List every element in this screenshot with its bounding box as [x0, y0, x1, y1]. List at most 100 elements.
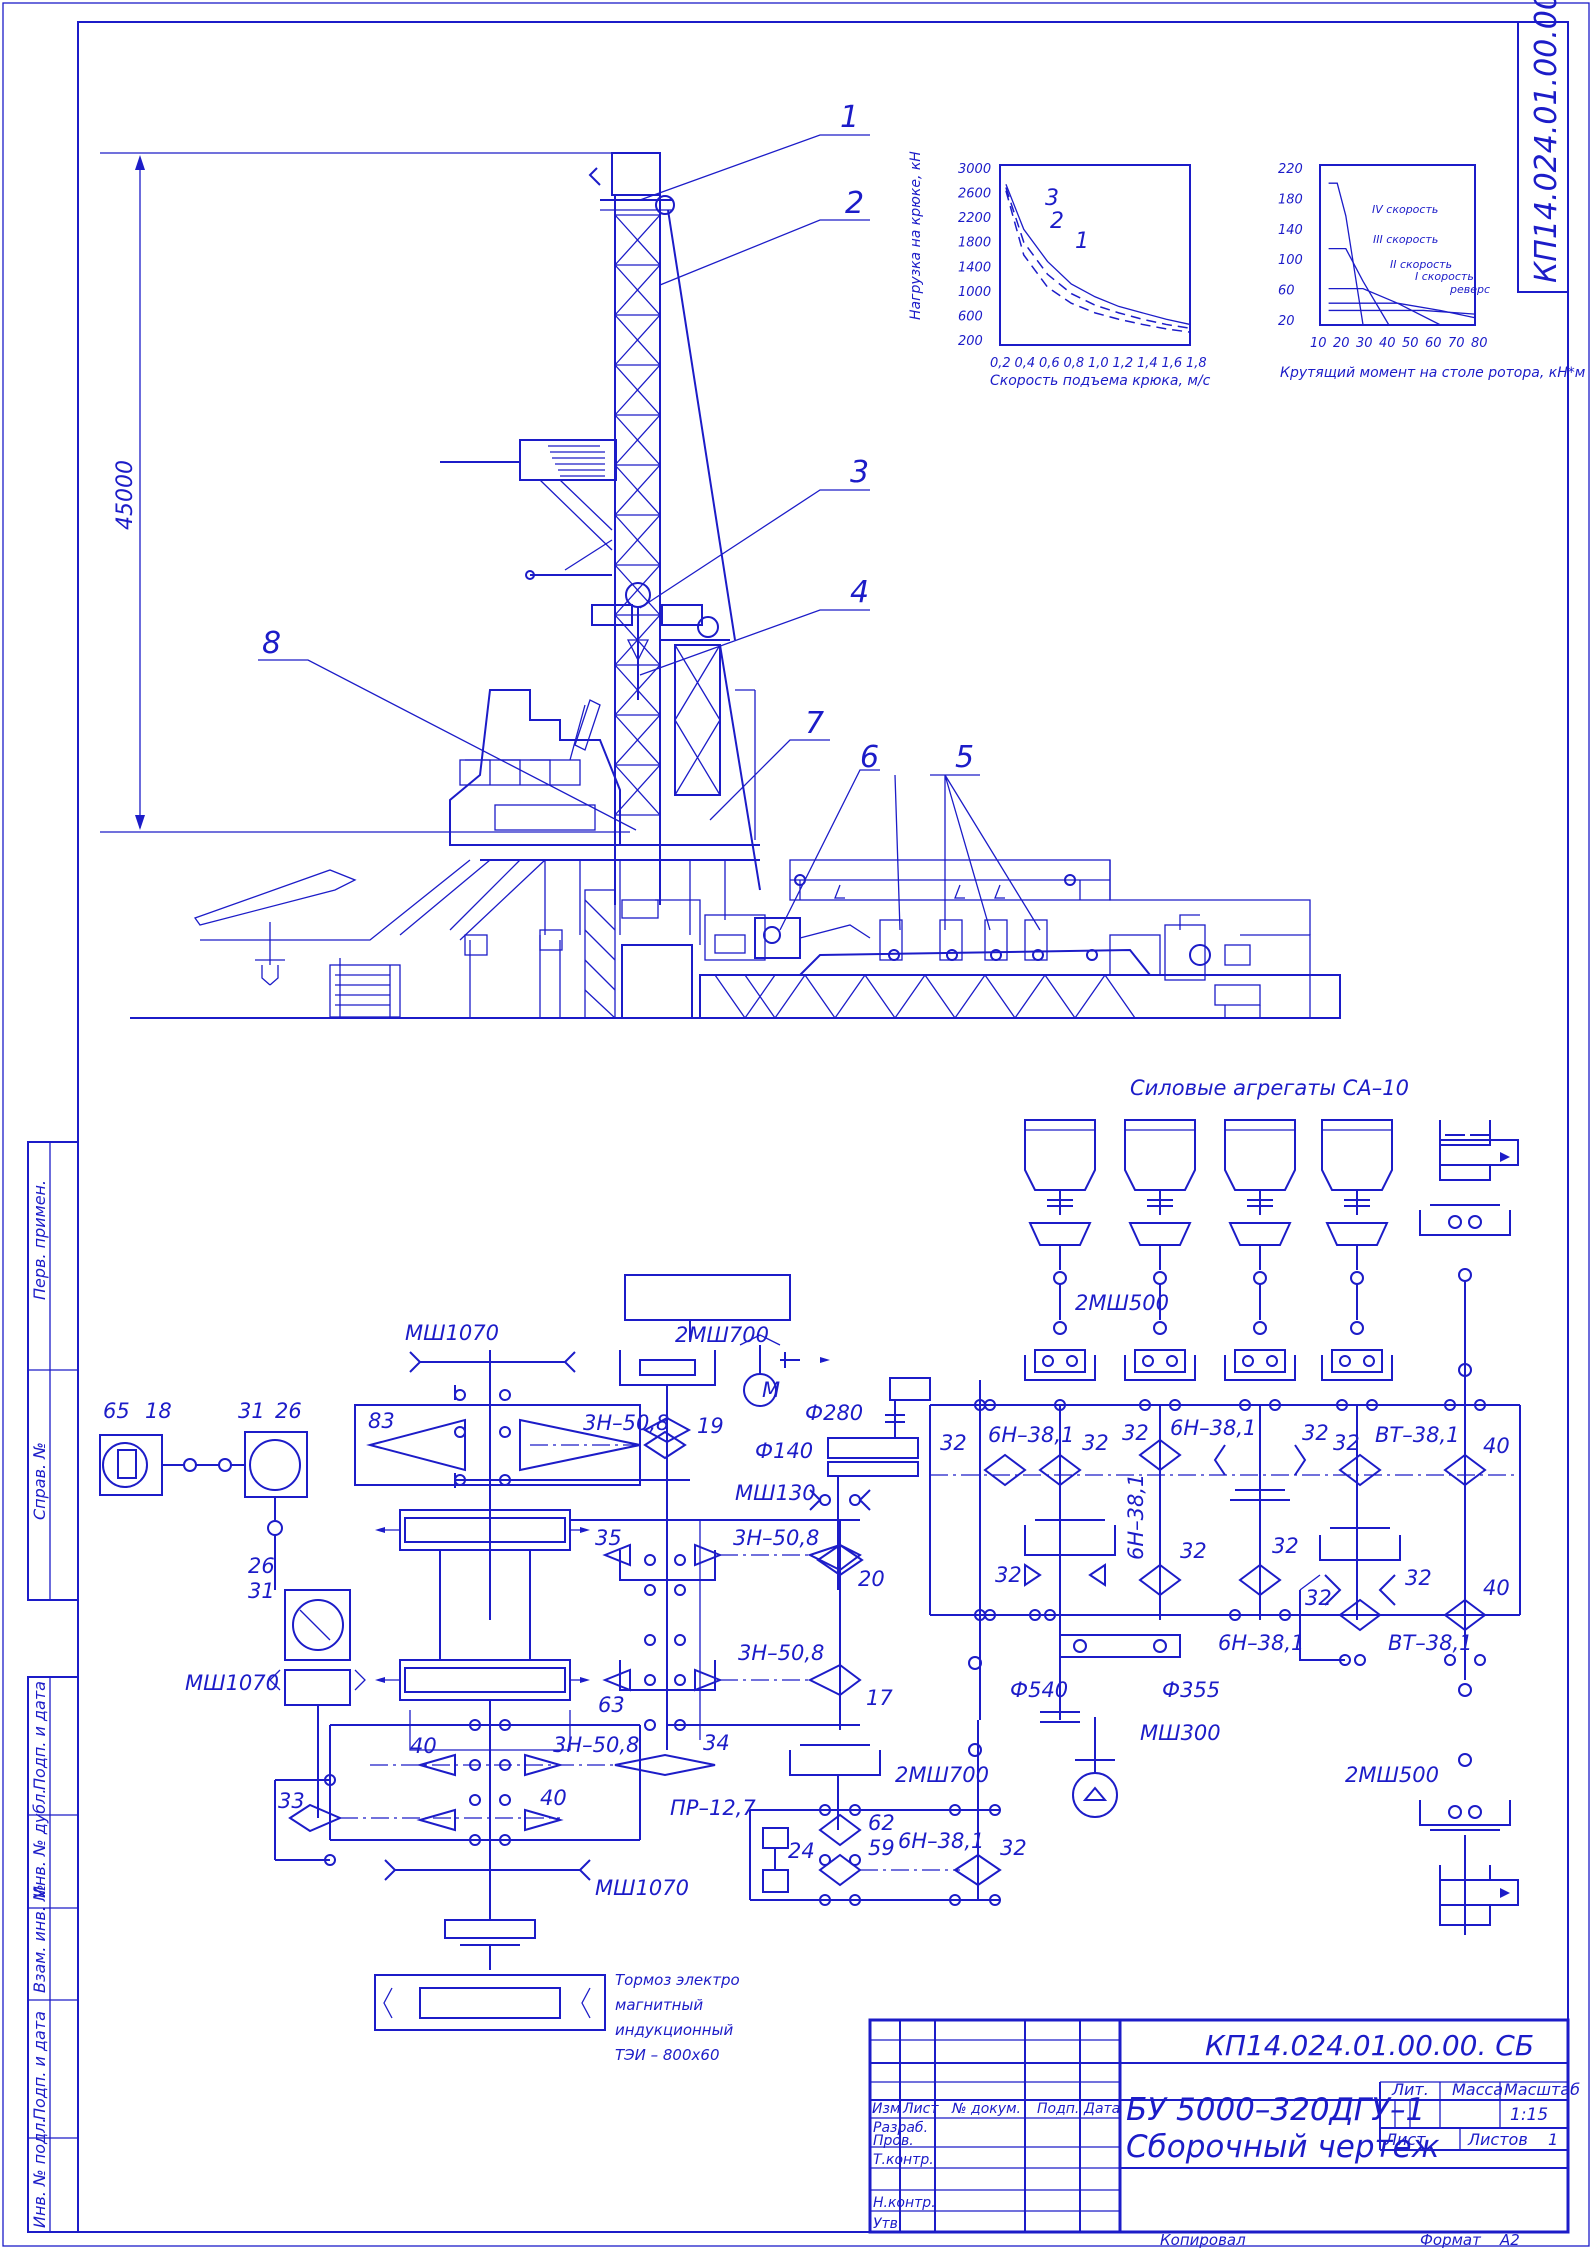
kinematic-labels: МШ1070 МШ1070 МШ1070 2МШ700 2МШ700 2МШ50…: [103, 1291, 1510, 1900]
y-tick-label: 1400: [958, 260, 991, 275]
kinematic-scheme: Силовые агрегаты СА–10: [99, 1076, 1521, 2064]
chart2-xlabel: Крутящий момент на столе ротора, кН*м: [1280, 365, 1586, 381]
height-dimension: 45000: [113, 460, 138, 530]
side-code-text: КП14.024.01.00.00. СБ: [1529, 0, 1564, 283]
x-tick-label: 10: [1310, 336, 1327, 351]
rotary-table-drive: [1040, 1634, 1181, 1818]
num-40-c: 40: [1483, 1434, 1510, 1458]
num-32-f: 32: [995, 1563, 1022, 1587]
label-chain-3n-3: 3Н–50,8: [738, 1641, 824, 1665]
y-tick-label: 1800: [958, 236, 991, 251]
lit-label: Лит.: [1391, 2080, 1429, 2099]
label-chain-6n-4: 6Н–38,1: [1218, 1631, 1304, 1655]
label-chain-pr: ПР–12,7: [670, 1796, 756, 1820]
scale-label: Масштаб: [1504, 2080, 1580, 2099]
callout-3: 3: [850, 455, 869, 490]
row-razrab: Разраб.: [873, 2120, 928, 2136]
label-chain-3n-2: 3Н–50,8: [733, 1526, 819, 1550]
scale-value: 1:15: [1510, 2105, 1548, 2125]
row-prov: Пров.: [873, 2133, 914, 2149]
x-tick-label: 1,2: [1113, 356, 1134, 371]
label-motor: М: [762, 1378, 780, 1402]
hook-load-chart: Нагрузка на крюке, кН Скорость подъема к…: [908, 151, 1211, 389]
num-62: 62: [868, 1811, 895, 1835]
callout-5: 5: [955, 740, 974, 775]
series-label: II скорость: [1390, 258, 1452, 271]
num-26-mid: 26: [248, 1554, 275, 1578]
power-units: [1024, 1119, 1393, 1335]
torque-chart: Крутящий момент на столе ротора, кН*м 22…: [1278, 162, 1586, 381]
brake-note-4: ТЭИ – 800х60: [615, 2046, 720, 2064]
x-tick-label: 80: [1471, 336, 1488, 351]
num-19: 19: [697, 1414, 724, 1438]
callout-2: 2: [845, 186, 864, 221]
substructure: [193, 689, 766, 1019]
label-f355: Ф355: [1162, 1678, 1220, 1702]
series-label: реверс: [1449, 283, 1490, 296]
format-value: А2: [1499, 2231, 1520, 2249]
pump-block: [699, 859, 1341, 1019]
num-32-j: 32: [1405, 1566, 1432, 1590]
margin-label-3: Подп. и дата: [30, 1681, 49, 1790]
mast: [440, 152, 761, 905]
rig-general-view: 45000: [100, 100, 1341, 1019]
margin-label-4: Инв. № дубл.: [30, 1789, 49, 1898]
sheets-label: Листов: [1467, 2130, 1528, 2149]
y-tick-label: 140: [1278, 223, 1303, 238]
col-header-list: Лист: [902, 2101, 939, 2117]
label-f280: Ф280: [805, 1401, 863, 1425]
format-label: Формат: [1420, 2231, 1482, 2249]
power-unit-1: [1024, 1119, 1096, 1335]
series-label: III скорость: [1373, 233, 1438, 246]
callout-7: 7: [805, 706, 824, 741]
num-34: 34: [703, 1731, 730, 1755]
num-63: 63: [598, 1693, 625, 1717]
y-tick-label: 2600: [958, 187, 991, 202]
label-msh130: МШ130: [735, 1481, 816, 1505]
copied-label: Копировал: [1160, 2231, 1246, 2249]
y-tick-label: 100: [1278, 253, 1303, 268]
x-tick-label: 30: [1356, 336, 1373, 351]
power-units-title: Силовые агрегаты СА–10: [1130, 1076, 1409, 1100]
x-tick-label: 70: [1448, 336, 1465, 351]
y-tick-label: 180: [1278, 192, 1303, 207]
num-32-i: 32: [1305, 1586, 1332, 1610]
callout-6: 6: [860, 740, 879, 775]
num-32-g: 32: [1180, 1539, 1207, 1563]
right-shafts: [929, 1120, 1521, 1935]
num-83: 83: [368, 1409, 395, 1433]
margin-label-6: Подп. и дата: [30, 2011, 49, 2120]
label-f140: Ф140: [755, 1439, 813, 1463]
x-tick-label: 1,8: [1186, 356, 1207, 371]
x-tick-label: 60: [1425, 336, 1442, 351]
num-32-e: 32: [1333, 1431, 1360, 1455]
series-line: [1005, 190, 1191, 333]
num-35: 35: [595, 1526, 622, 1550]
x-tick-label: 0,8: [1064, 356, 1085, 371]
num-40-b: 40: [540, 1786, 567, 1810]
y-tick-label: 600: [958, 309, 983, 324]
x-tick-label: 40: [1379, 336, 1396, 351]
row-utv: Утв.: [873, 2216, 902, 2232]
label-msh300: МШ300: [1140, 1721, 1221, 1745]
num-32-k: 32: [1000, 1836, 1027, 1860]
label-chain-vt-2: ВТ–38,1: [1388, 1631, 1473, 1655]
num-32-c: 32: [1122, 1421, 1149, 1445]
series-label: 3: [1045, 186, 1059, 211]
label-msh700-bot: 2МШ700: [895, 1763, 989, 1787]
x-tick-label: 0,2: [990, 356, 1011, 371]
label-chain-6n-2: 6Н–38,1: [1170, 1416, 1256, 1440]
callout-leaders: 1 2 3 4 5 6 7 8: [258, 100, 1041, 931]
margin-label-5: Взам. инв. №: [30, 1884, 49, 1993]
brake-note-1: Тормоз электро: [615, 1971, 740, 1989]
num-31-top: 31: [238, 1399, 265, 1423]
num-32-d: 32: [1302, 1421, 1329, 1445]
power-unit-2: [1124, 1119, 1196, 1335]
series-label: 1: [1075, 229, 1089, 254]
label-chain-6n-3: 6Н–38,1: [1124, 1474, 1148, 1560]
series-label: IV скорость: [1372, 203, 1438, 216]
series-line: [1328, 182, 1364, 326]
num-24: 24: [788, 1839, 815, 1863]
